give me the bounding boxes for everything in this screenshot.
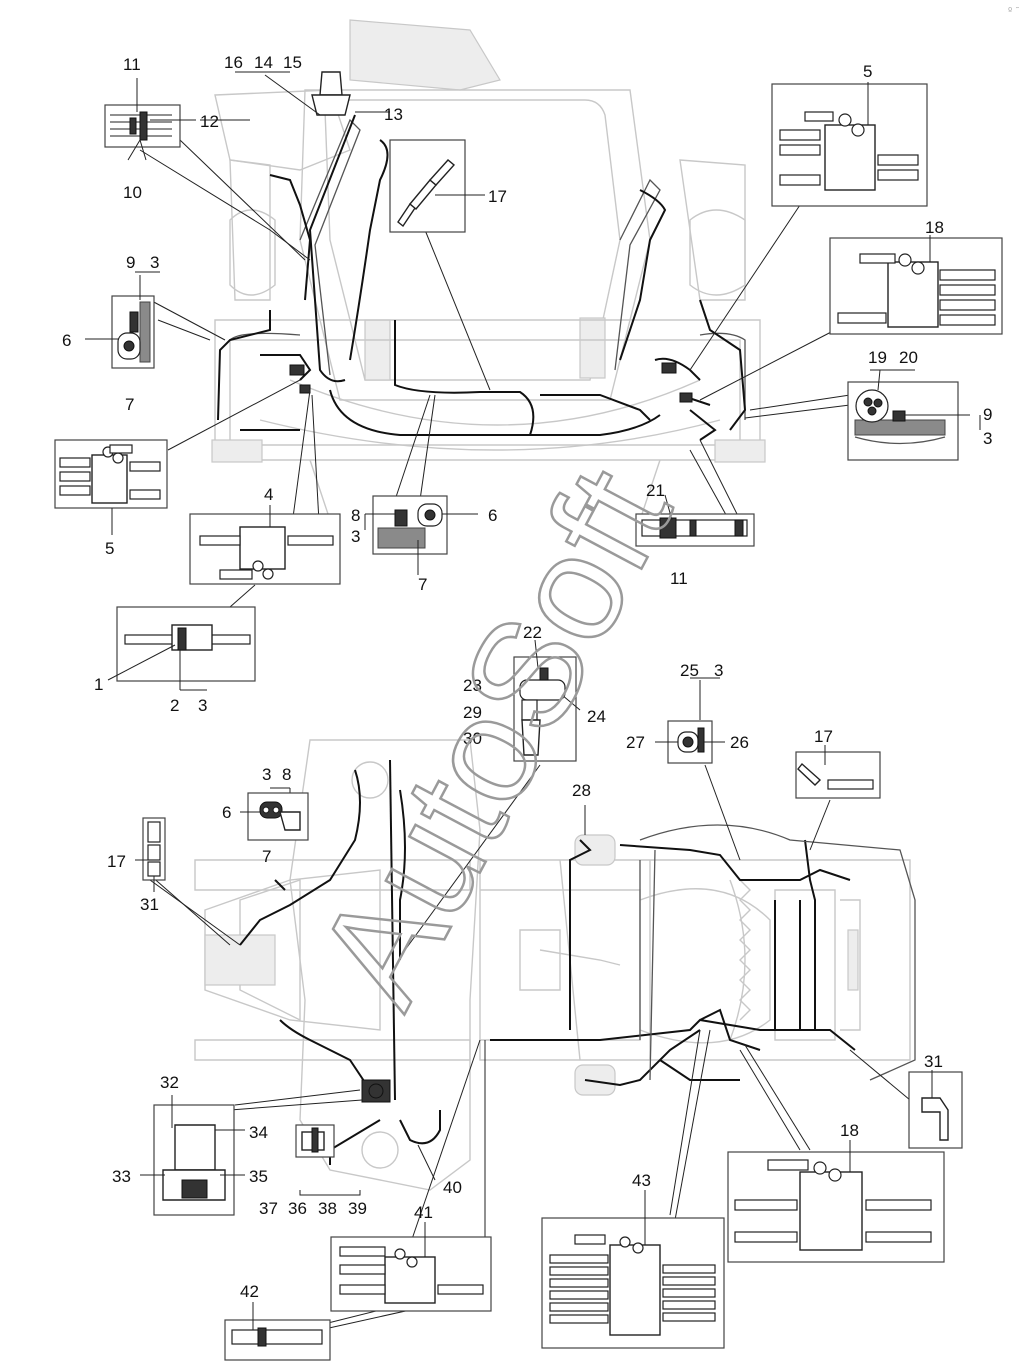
callout: 18 [925, 218, 944, 237]
detail-box-4 [189, 505, 341, 585]
detail-box-43 [541, 1190, 725, 1349]
lower-assembly-drawing [194, 739, 916, 1191]
callout: 41 [414, 1203, 433, 1222]
callout: 21 [646, 481, 665, 500]
callout: 23 [463, 676, 482, 695]
detail-box-17-top [389, 139, 485, 233]
callout: 17 [107, 852, 126, 871]
callout: 9 [126, 253, 135, 272]
callout: 28 [572, 781, 591, 800]
detail-box-41 [330, 1222, 492, 1312]
callout: 2 [170, 696, 179, 715]
callout: 35 [249, 1167, 268, 1186]
callout: 29 [463, 703, 482, 722]
callout: 33 [112, 1167, 131, 1186]
detail-box-6-7-8-center [364, 495, 478, 575]
callout: 10 [123, 183, 142, 202]
callout: 7 [418, 575, 427, 594]
callout: 37 [259, 1199, 278, 1218]
callout: 5 [863, 62, 872, 81]
callout: 40 [443, 1178, 462, 1197]
callout: 34 [249, 1123, 268, 1142]
detail-box-clamp-11-12 [104, 78, 196, 161]
detail-box-18-bottom [727, 1140, 945, 1263]
detail-box-17-31-lower [135, 817, 166, 892]
callout: 13 [384, 105, 403, 124]
callout: 22 [523, 623, 542, 642]
callout: 4 [264, 485, 273, 504]
detail-box-18-top-right [829, 235, 1003, 335]
callout: 36 [288, 1199, 307, 1218]
callout: 26 [730, 733, 749, 752]
callout: 20 [899, 348, 918, 367]
callout: 6 [62, 331, 71, 350]
callout: 38 [318, 1199, 337, 1218]
callout: 8 [351, 506, 360, 525]
callout: 11 [670, 569, 688, 588]
callout: 17 [488, 187, 507, 206]
corner-mark: º ˜ [1008, 7, 1020, 17]
callout: 6 [222, 803, 231, 822]
callout: 3 [262, 765, 271, 784]
callout: 6 [488, 506, 497, 525]
callout-labels: 11 16 14 15 12 13 10 5 17 18 9 3 6 7 19 … [62, 53, 992, 1301]
callout: 42 [240, 1282, 259, 1301]
callout: 31 [140, 895, 159, 914]
callout: 43 [632, 1171, 651, 1190]
detail-box-17-right [795, 745, 881, 799]
callout: 18 [840, 1121, 859, 1140]
detail-box-32-35 [140, 1095, 245, 1216]
upper-assembly-drawing [211, 19, 766, 521]
callout: 25 [680, 661, 699, 680]
callout: 3 [983, 429, 992, 448]
detail-box-22-30 [513, 639, 581, 762]
callout: 11 [123, 55, 141, 74]
callout: 7 [262, 847, 271, 866]
detail-box-5-left [54, 439, 168, 535]
callout: 9 [983, 405, 992, 424]
detail-box-25-27 [655, 720, 725, 764]
callout: 14 [254, 53, 273, 72]
detail-box-36-39 [295, 1124, 335, 1158]
callout: 3 [150, 253, 159, 272]
callout: 8 [282, 765, 291, 784]
detail-box-42 [224, 1302, 331, 1361]
detail-box-1-2-3 [107, 606, 256, 691]
callout: 15 [283, 53, 302, 72]
callout: 27 [626, 733, 645, 752]
callout: 3 [714, 661, 723, 680]
callout: 24 [587, 707, 606, 726]
detail-box-19-20 [847, 369, 970, 461]
detail-box-6-7-left [85, 271, 160, 369]
callout: 3 [198, 696, 207, 715]
callout: 17 [814, 727, 833, 746]
callout: 5 [105, 539, 114, 558]
detail-box-31-right [908, 1070, 963, 1149]
callout: 39 [348, 1199, 367, 1218]
callout: 7 [125, 395, 134, 414]
callout: 19 [868, 348, 887, 367]
detail-box-5-top-right [771, 82, 928, 207]
callout: 31 [924, 1052, 943, 1071]
callout: 3 [351, 527, 360, 546]
callout: 16 [224, 53, 243, 72]
detail-box-3-8-6-7-lower [240, 792, 309, 841]
callout: 30 [463, 729, 482, 748]
callout: 12 [200, 112, 219, 131]
callout: 32 [160, 1073, 179, 1092]
detail-box-21-11 [635, 494, 755, 547]
callout: 1 [94, 675, 103, 694]
